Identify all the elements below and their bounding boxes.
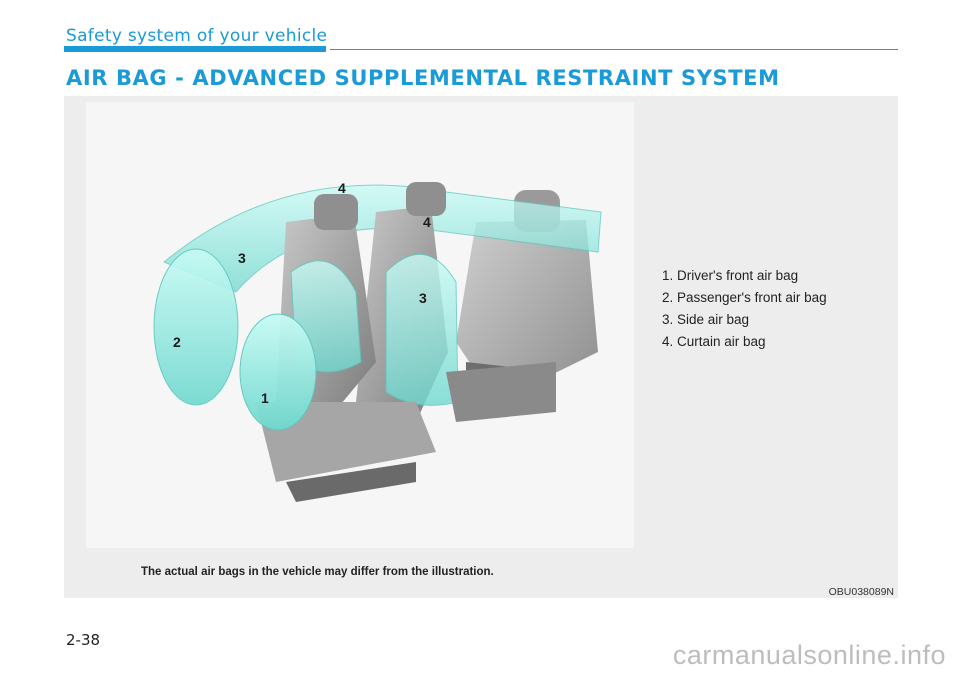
callout-passenger-airbag: 2 (173, 334, 181, 350)
page-number: 2-38 (66, 631, 101, 649)
car-seats-airbag-icon (153, 182, 602, 502)
callout-curtain-airbag-1: 4 (338, 180, 346, 196)
legend-item: 4. Curtain air bag (662, 334, 766, 349)
legend-item: 3. Side air bag (662, 312, 750, 327)
figure-panel: 4 4 3 3 2 1 1. Driver's front air bag 2.… (64, 96, 898, 598)
callout-side-airbag-1: 3 (238, 250, 246, 266)
figure-caption: The actual air bags in the vehicle may d… (141, 566, 494, 578)
section-title: Safety system of your vehicle (66, 26, 328, 46)
callout-curtain-airbag-2: 4 (423, 214, 431, 230)
legend-item: 2. Passenger's front air bag (662, 290, 827, 305)
callout-driver-airbag: 1 (261, 390, 269, 406)
section-rule-thin (330, 49, 898, 50)
section-rule-thick (64, 46, 326, 52)
airbag-illustration: 4 4 3 3 2 1 (86, 102, 634, 548)
page-heading: AIR BAG - ADVANCED SUPPLEMENTAL RESTRAIN… (66, 66, 780, 90)
watermark: carmanualsonline.info (672, 640, 946, 670)
figure-code: OBU038089N (828, 586, 894, 598)
callout-side-airbag-2: 3 (419, 290, 427, 306)
legend-item: 1. Driver's front air bag (662, 268, 799, 283)
airbag-legend: 1. Driver's front air bag 2. Passenger's… (662, 268, 827, 356)
